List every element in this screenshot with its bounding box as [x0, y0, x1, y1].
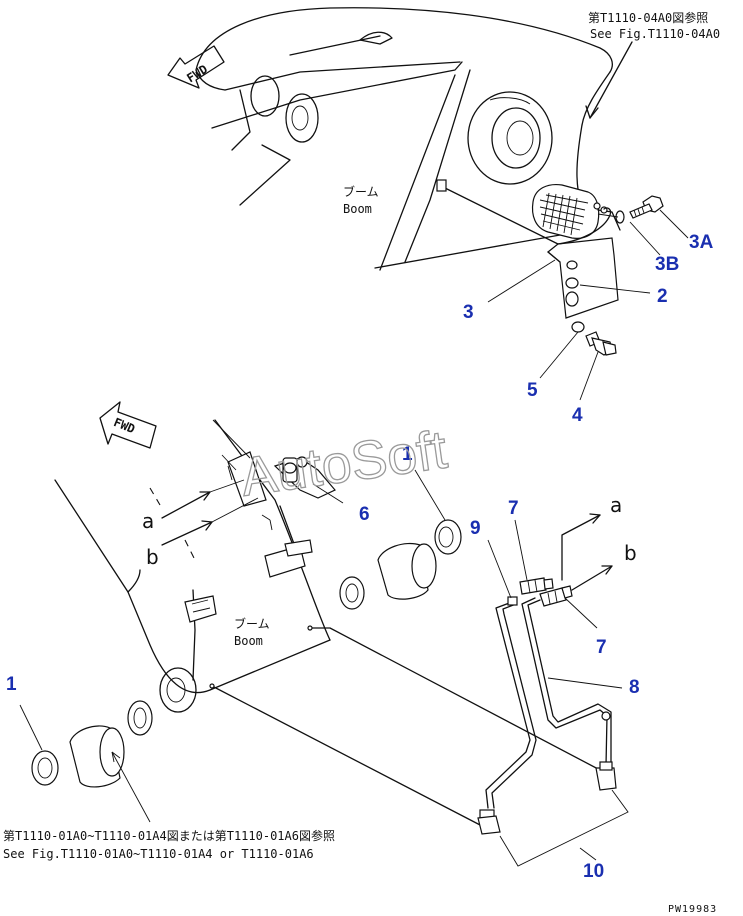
watermark: AutoSoft [237, 420, 450, 508]
reference-note-bottom-jp: 第T1110-01A0~T1110-01A4図または第T1110-01A6図参照 [3, 828, 335, 843]
work-lamp [531, 183, 621, 239]
fwd-arrow-upper-icon: FWD [167, 45, 225, 89]
flow-label-a-right: a [610, 493, 622, 517]
washer-5 [571, 321, 585, 333]
callout-4: 4 [572, 405, 583, 426]
callout-10: 10 [583, 861, 604, 882]
lamp-bolt-3a [629, 195, 664, 219]
fwd-arrow-lower-icon: FWD [99, 401, 157, 449]
callout-7-lower: 7 [596, 637, 607, 658]
fitting-7-upper [519, 577, 554, 595]
callout-1-upper: 1 [402, 444, 413, 465]
boom-label-jp-lower: ブーム [234, 616, 270, 631]
flow-label-a-left: a [142, 509, 154, 533]
reference-note-top-jp: 第T1110-04A0図参照 [588, 10, 708, 25]
callout-7-upper: 7 [508, 498, 519, 519]
seal-1-upper [434, 519, 462, 555]
grease-tube-8 [521, 597, 617, 791]
boom-label-en-upper: Boom [343, 202, 372, 216]
callout-9: 9 [470, 518, 481, 539]
callout-6: 6 [359, 504, 370, 525]
fwd-label-upper: FWD [184, 62, 210, 85]
callout-5: 5 [527, 380, 538, 401]
callout-2: 2 [657, 286, 668, 307]
lower-boom-view: FWD [19, 401, 637, 867]
flow-label-b-left: b [146, 545, 159, 569]
bracket-bolt-4 [585, 331, 617, 356]
reference-note-top-en: See Fig.T1110-04A0 [590, 27, 720, 41]
callout-3a: 3A [689, 232, 714, 253]
reference-note-bottom-en: See Fig.T1110-01A0~T1110-01A4 or T1110-0… [3, 847, 314, 861]
flow-label-b-right: b [624, 541, 637, 565]
fwd-label-lower: FWD [112, 415, 137, 436]
boom-label-jp-upper: ブーム [343, 184, 379, 199]
boom-label-en-lower: Boom [234, 634, 263, 648]
seal-1-lower [31, 750, 59, 786]
callout-3b: 3B [655, 254, 679, 275]
lamp-bracket [547, 207, 619, 319]
callout-3: 3 [463, 302, 474, 323]
grease-tube-9 [477, 596, 537, 835]
drawing-code: PW19983 [668, 904, 717, 915]
callout-1-lower: 1 [6, 674, 17, 695]
fitting-7-lower [539, 585, 573, 607]
callout-8: 8 [629, 677, 640, 698]
upper-boom-view: FWD ブーム Boom 第T1110-04A0図参照 See Fig.T111… [167, 7, 720, 401]
